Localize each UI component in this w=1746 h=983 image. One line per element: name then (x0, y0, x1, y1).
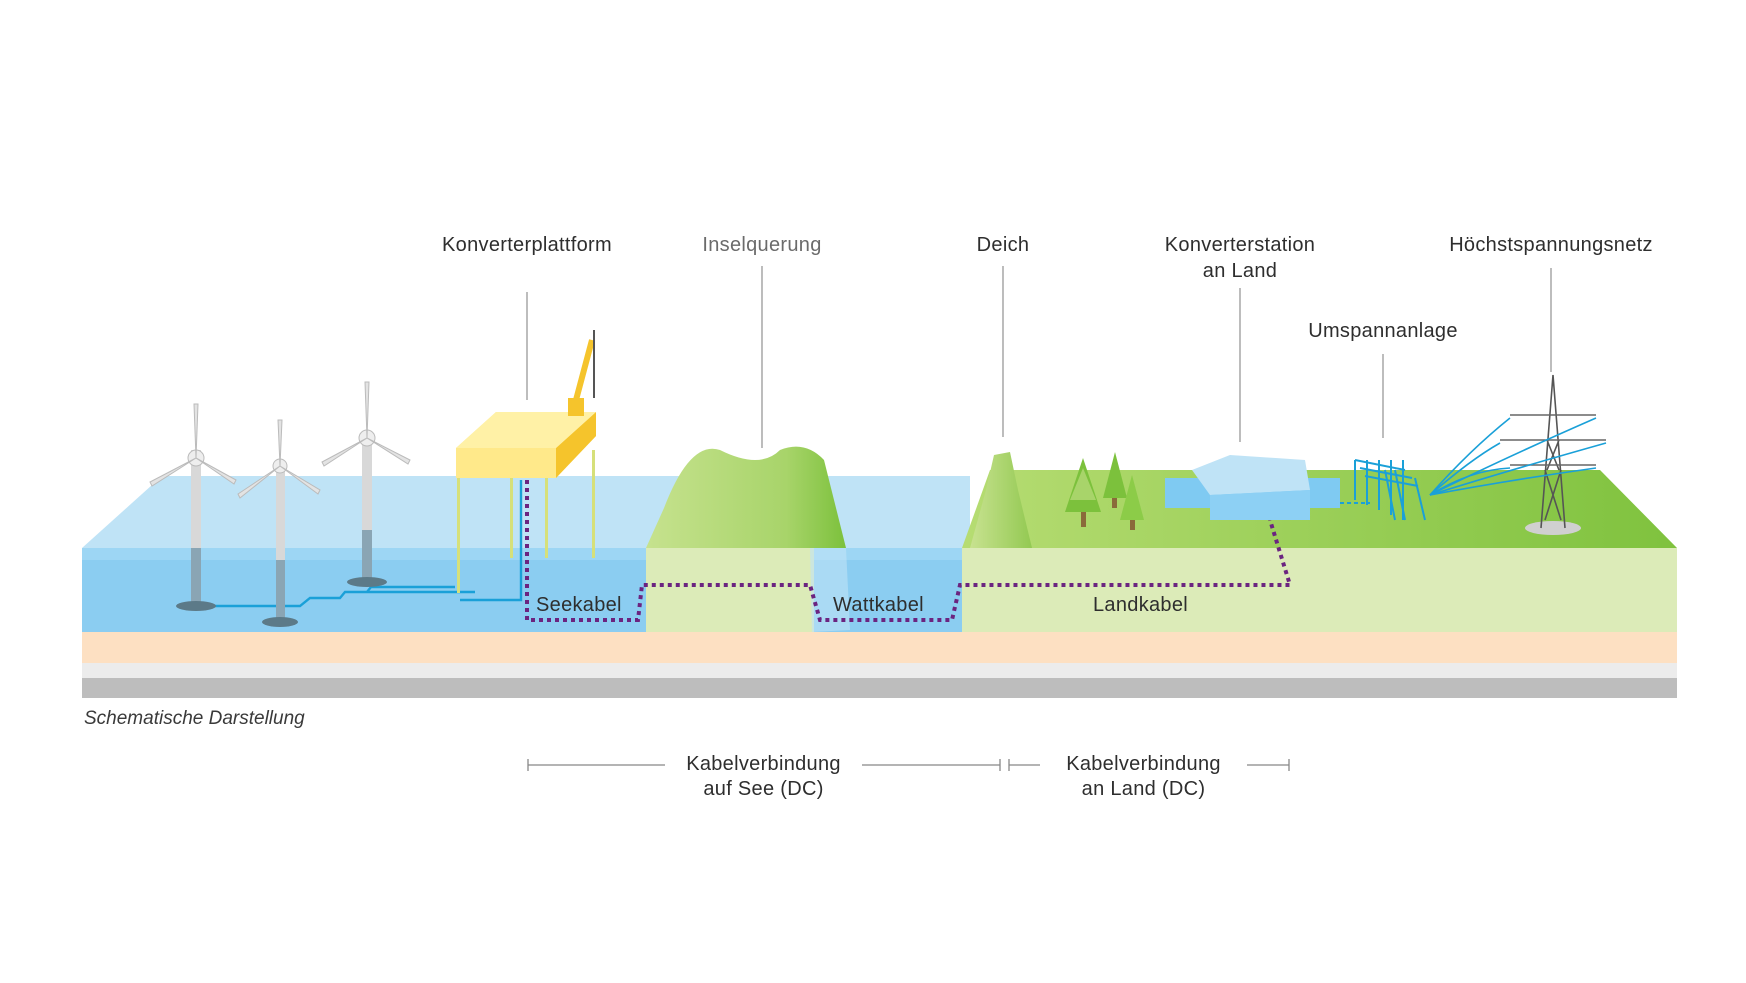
dike-label: Deich (976, 234, 1030, 256)
wind-turbine-icon (237, 419, 321, 627)
wind-turbine-icon (321, 381, 411, 587)
pylon-icon (1429, 374, 1607, 535)
converter-station-label-line2: an Land (1202, 260, 1278, 282)
land-connection-label: Kabelverbindung an Land (DC) (1040, 752, 1247, 802)
mudflat-cable-label: Wattkabel (833, 594, 924, 616)
land-cable-label: Landkabel (1093, 594, 1189, 616)
island-crossing-label: Inselquerung (702, 234, 822, 256)
sea-connection-line1: Kabelverbindung (686, 753, 841, 775)
tree-icon (1103, 452, 1127, 508)
cable-route (525, 480, 1293, 622)
sea-cable-label: Seekabel (536, 594, 622, 616)
substation-icon (1340, 459, 1426, 521)
sea-connection-line2: auf See (DC) (703, 778, 824, 800)
land-connection-line1: Kabelverbindung (1066, 753, 1221, 775)
tree-icon (1065, 458, 1101, 527)
sea-connection-label: Kabelverbindung auf See (DC) (665, 752, 862, 802)
span-lines (527, 759, 1290, 771)
substation-label: Umspannanlage (1308, 320, 1458, 342)
converter-building-icon (1165, 455, 1340, 520)
converter-station-label: Konverterstation an Land (1140, 232, 1340, 284)
land-connection-line2: an Land (DC) (1081, 778, 1206, 800)
dike-icon (970, 452, 1032, 548)
ground-layers (82, 632, 1677, 698)
wind-turbine-icon (149, 403, 237, 611)
platform-icon (456, 330, 596, 593)
converter-station-label-line1: Konverterstation (1164, 234, 1316, 256)
leader-lines (526, 266, 1552, 448)
island-icon (646, 446, 850, 632)
schematic-note: Schematische Darstellung (84, 708, 305, 729)
land (962, 470, 1677, 632)
extra-high-voltage-grid-label: Höchstspannungsnetz (1449, 234, 1653, 256)
tree-icon (1120, 475, 1144, 530)
converter-platform-label: Konverterplattform (442, 234, 612, 256)
